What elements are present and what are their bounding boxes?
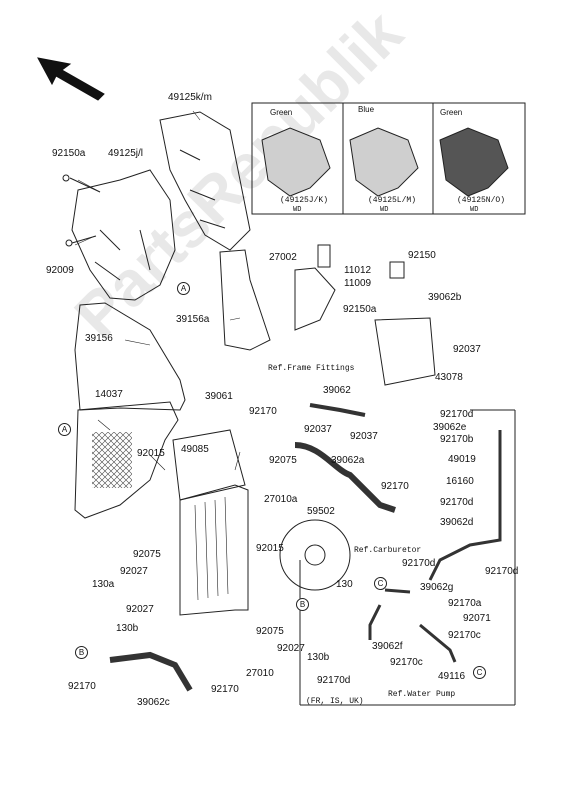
part-label: 92037 — [304, 424, 332, 435]
part-label: 92075 — [133, 549, 161, 560]
part-label: 39062g — [420, 582, 454, 593]
panel-1-code: (49125J/K) — [280, 196, 329, 205]
part-label: 92170c — [390, 657, 423, 668]
part-label: 92150a — [52, 148, 86, 159]
part-label: 27010a — [264, 494, 298, 505]
ref-carburetor: Ref.Carburetor — [354, 546, 422, 555]
part-label: 130b — [307, 652, 330, 663]
direction-arrow-icon — [37, 57, 105, 101]
part-label: 92027 — [120, 566, 148, 577]
part-label: 27010 — [246, 668, 274, 679]
panel-2-model: WD — [380, 206, 389, 214]
ref-water-pump: Ref.Water Pump — [388, 690, 456, 699]
marker-c: C — [473, 666, 486, 679]
part-label: 130b — [116, 623, 139, 634]
part-label: 39062b — [428, 292, 462, 303]
part-label: 92037 — [350, 431, 378, 442]
part-label: 92170 — [211, 684, 239, 695]
part-label: 49085 — [181, 444, 209, 455]
reserve-tank — [374, 317, 436, 386]
panel-2-code: (49125L/M) — [368, 196, 417, 205]
part-label: 11009 — [344, 278, 372, 289]
panel-3-code: (49125N/O) — [457, 196, 506, 205]
shroud-lower — [71, 169, 176, 301]
part-label: 92170d — [485, 566, 519, 577]
part-label: 92037 — [453, 344, 481, 355]
part-label: 130 — [336, 579, 353, 590]
filler-27002 — [317, 244, 331, 268]
part-label: 92150 — [408, 250, 436, 261]
marker-c: C — [374, 577, 387, 590]
marker-a: A — [177, 282, 190, 295]
grille-14037 — [74, 401, 179, 519]
part-label: 92015 — [137, 448, 165, 459]
radiator — [179, 484, 249, 616]
part-label: 39062d — [440, 517, 474, 528]
panel-2-color: Blue — [358, 105, 375, 114]
part-label: 92170c — [448, 630, 481, 641]
part-label: 92170 — [249, 406, 277, 417]
part-label: 92170d — [402, 558, 436, 569]
part-label: 49125j/l — [108, 148, 144, 159]
panel-3-color: Green — [440, 108, 463, 117]
part-label: 92015 — [256, 543, 284, 554]
ref-frame-fittings: Ref.Frame Fittings — [268, 364, 355, 373]
part-label: 92027 — [126, 604, 154, 615]
fan-59502 — [279, 519, 351, 591]
panel-3-model: WD — [470, 206, 479, 214]
panel-1-color: Green — [270, 108, 293, 117]
part-label: 39061 — [205, 391, 233, 402]
part-label: 92170 — [68, 681, 96, 692]
part-label: 92027 — [277, 643, 305, 654]
part-label: 92075 — [256, 626, 284, 637]
part-label: 92170b — [440, 434, 474, 445]
part-label: 39156a — [176, 314, 210, 325]
part-label: 39062 — [323, 385, 351, 396]
part-label: 49019 — [448, 454, 476, 465]
marker-a: A — [58, 423, 71, 436]
part-label: 92170a — [448, 598, 482, 609]
color-insets-frame — [251, 102, 526, 215]
part-label: 49116 — [438, 671, 466, 682]
part-label: 92071 — [463, 613, 491, 624]
cap-11012 — [389, 261, 405, 279]
part-label: 92170 — [381, 481, 409, 492]
part-label: 27002 — [269, 252, 297, 263]
panel-1-model: WD — [293, 206, 302, 214]
hose-39062 — [309, 403, 366, 417]
part-label: 39156 — [85, 333, 113, 344]
part-label: 39062e — [433, 422, 467, 433]
part-label: 39062a — [331, 455, 365, 466]
part-label: 92170d — [440, 409, 474, 420]
plate-39156a — [219, 249, 271, 351]
part-label: 59502 — [307, 506, 335, 517]
marker-b: B — [75, 646, 88, 659]
part-label: 49125k/m — [168, 92, 212, 103]
part-label: 92170d — [317, 675, 351, 686]
part-label: 92150a — [343, 304, 377, 315]
part-label: 43078 — [435, 372, 463, 383]
part-label: 92170d — [440, 497, 474, 508]
part-label: 14037 — [95, 389, 123, 400]
part-label: 16160 — [446, 476, 474, 487]
shroud-upper — [159, 111, 251, 251]
hose-39062a — [294, 442, 396, 513]
part-label: 11012 — [344, 265, 372, 276]
part-label: 130a — [92, 579, 115, 590]
part-label: 92075 — [269, 455, 297, 466]
ref-markets: (FR, IS, UK) — [306, 697, 364, 706]
marker-b: B — [296, 598, 309, 611]
plate-39156 — [74, 302, 186, 411]
part-label: 39062f — [372, 641, 403, 652]
hose-39062c — [109, 651, 193, 692]
part-label: 39062c — [137, 697, 170, 708]
part-label: 92009 — [46, 265, 74, 276]
